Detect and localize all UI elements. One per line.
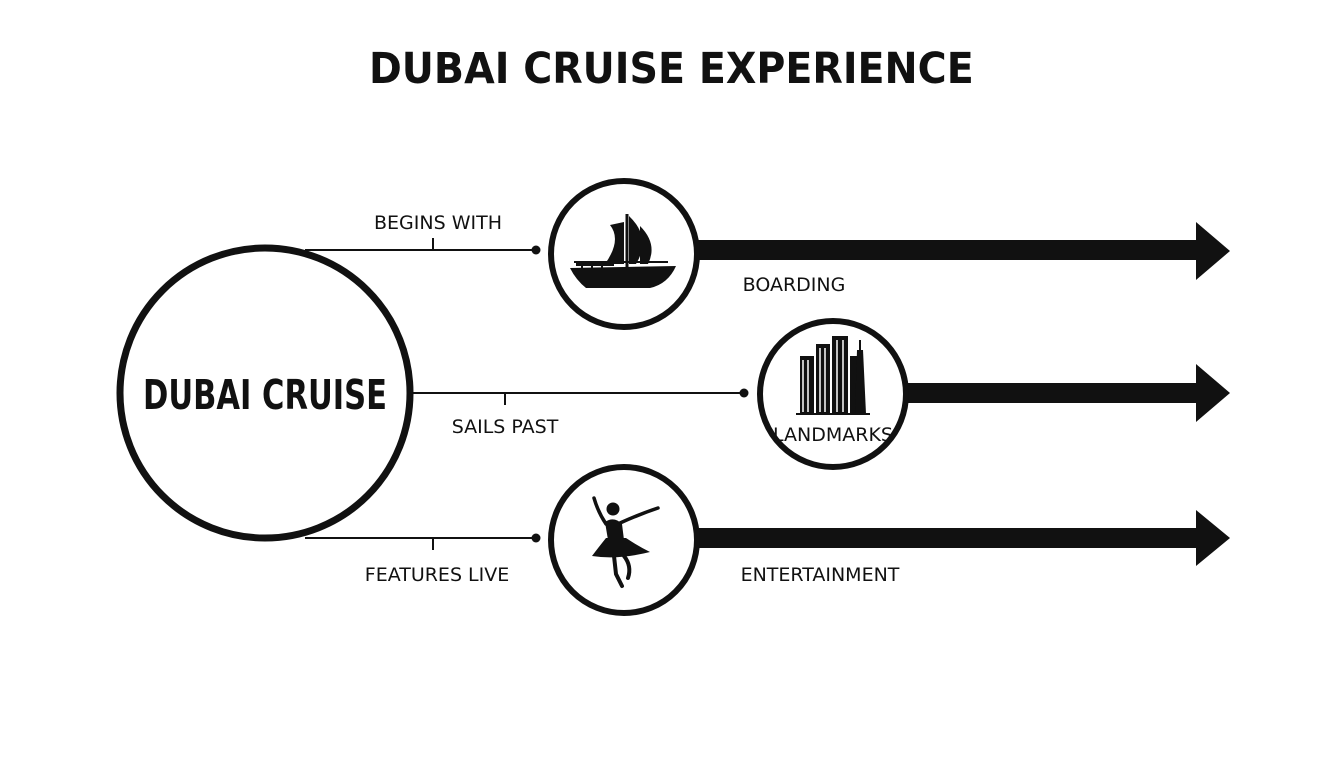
relation-label: FEATURES LIVE	[365, 564, 509, 586]
connector-dot	[739, 388, 749, 398]
relation-label: SAILS PAST	[452, 416, 559, 438]
central-label: DUBAI CRUISE	[143, 371, 387, 419]
connector-dot	[531, 533, 541, 543]
flow-arrow-head	[1196, 510, 1230, 566]
relation-label: BEGINS WITH	[374, 212, 502, 234]
flow-arrow-head	[1196, 364, 1230, 422]
dancer-icon	[592, 496, 660, 588]
branch-boarding: BEGINS WITH BOARDING	[305, 178, 1230, 330]
branch-entertainment: FEATURES LIVE ENTERTAINMENT	[305, 464, 1230, 616]
branch-landmarks: SAILS PAST LANDMARKS	[410, 318, 1230, 470]
page-title: DUBAI CRUISE EXPERIENCE	[368, 44, 974, 94]
central-node: DUBAI CRUISE	[116, 244, 414, 542]
skyline-icon	[796, 336, 870, 415]
outcome-label: ENTERTAINMENT	[741, 564, 900, 586]
flow-arrow-head	[1196, 222, 1230, 280]
outcome-label: LANDMARKS	[773, 424, 893, 446]
outcome-label: BOARDING	[743, 274, 846, 296]
connector-dot	[531, 245, 541, 255]
dhow-boat-icon	[570, 214, 676, 288]
